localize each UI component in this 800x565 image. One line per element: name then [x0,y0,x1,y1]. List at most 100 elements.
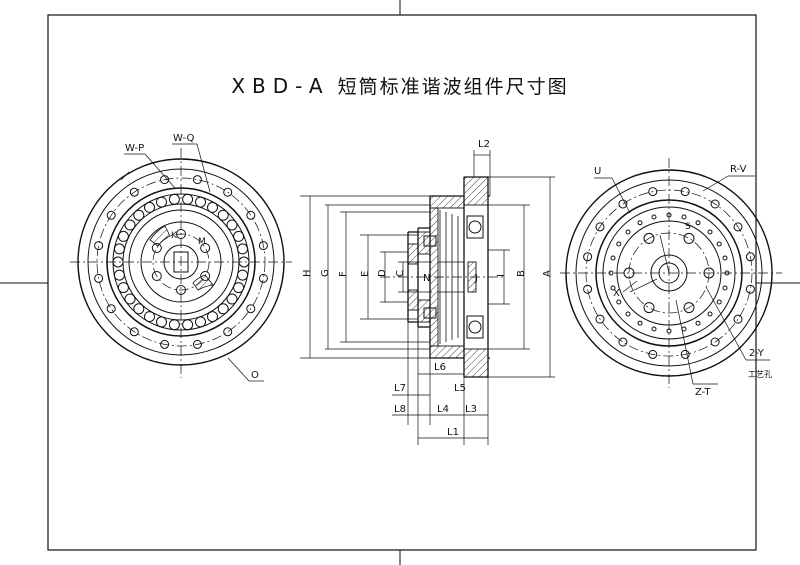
dim-j: J [474,273,478,284]
bolt-hole [710,337,720,347]
bearing-ball [144,311,155,323]
small-hole [695,320,701,326]
bearing-ball [113,269,125,281]
dim-l2: L2 [478,139,490,150]
label-zt: Z-T [695,387,711,398]
bolt-hole [745,252,755,262]
bolt-hole [733,222,743,232]
bolt-hole [106,210,116,220]
dim-l4: L4 [437,404,449,415]
middle-bolt-holes [608,212,730,334]
small-hole [716,299,722,305]
dim-l1: L1 [447,427,459,438]
bolt-hole [160,339,170,349]
left-leaders [120,143,264,382]
bearing-ball [156,196,167,208]
inner-hole [176,229,186,239]
inner-bolt-holes [623,232,715,314]
small-hole [637,320,643,326]
dim-h: H [302,269,313,277]
label-u: U [594,166,601,177]
outer-bolt-holes [583,187,755,359]
bearing-ball [117,282,129,294]
bearing-ball [226,219,238,231]
dim-l8: L8 [394,404,406,415]
bolt-hole [94,273,104,283]
drawing-title: XBD-A 短筒标准谐波组件尺寸图 [0,72,800,99]
bolt-hole [258,241,268,251]
bearing-ball [144,201,155,213]
bolt-hole [106,304,116,314]
small-hole [681,326,687,332]
dim-l6: L6 [434,362,446,373]
bolt-hole [680,349,690,359]
inner-hole [683,232,695,244]
bolt-hole [618,199,628,209]
bearing-balls [112,193,250,331]
inner-hole [683,302,695,314]
bearing-ball [226,293,238,305]
bolt-hole [595,222,605,232]
section-view: H G F E D C N J I B A L2 L6 L7 L5 L8 L4 … [300,139,555,445]
label-x: X [613,288,620,299]
small-hole [681,214,687,220]
small-hole [666,328,672,334]
inner-hole [176,285,186,295]
bearing-ball [133,303,145,315]
small-hole [625,311,631,317]
small-hole [616,299,622,305]
bearing-ball [117,230,129,242]
dim-d: D [377,269,388,277]
bearing-ball [112,256,124,268]
bearing-ball [124,219,136,231]
bolt-hole [710,199,720,209]
bolt-hole [595,314,605,324]
bolt-hole [583,284,593,294]
dim-a: A [542,270,553,277]
bearing-ball [207,311,218,323]
bolt-hole [648,187,658,197]
dim-c: C [395,270,406,277]
label-process-hole: 工艺孔 [748,370,772,379]
section-dimensions [300,150,555,445]
inner-hole [643,232,655,244]
bolt-hole [258,273,268,283]
bolt-hole [129,187,139,197]
bolt-hole [648,349,658,359]
label-m: M [198,237,206,247]
outer-bolt-holes [94,175,268,349]
small-hole [695,220,701,226]
bearing-ball [113,243,125,255]
bolt-hole [745,284,755,294]
small-hole [666,212,672,218]
dim-b: B [516,270,527,277]
dim-g: G [320,269,331,277]
small-hole [616,241,622,247]
label-zy: 2-Y [749,348,765,359]
label-o: O [251,370,259,381]
small-hole [651,214,657,220]
bolt-hole [223,187,233,197]
bolt-hole [192,339,202,349]
small-hole [716,241,722,247]
bearing-ball [182,319,194,331]
small-hole [637,220,643,226]
label-wq: W-Q [173,133,194,144]
bearing-ball [237,269,249,281]
label-s: S [685,222,691,232]
label-k: K [171,231,178,241]
left-centerlines [70,148,292,378]
bearing-ball [217,303,229,315]
dim-l5: L5 [454,383,466,394]
bearing-ball [133,209,145,221]
bearing-ball [238,256,250,268]
title-text: 短筒标准谐波组件尺寸图 [337,76,569,98]
small-hole [610,255,616,261]
bolt-hole [733,314,743,324]
bolt-hole [618,337,628,347]
dim-i: I [496,274,507,277]
title-code: XBD-A [231,74,330,98]
bearing-ball [233,230,245,242]
bolt-hole [246,304,256,314]
